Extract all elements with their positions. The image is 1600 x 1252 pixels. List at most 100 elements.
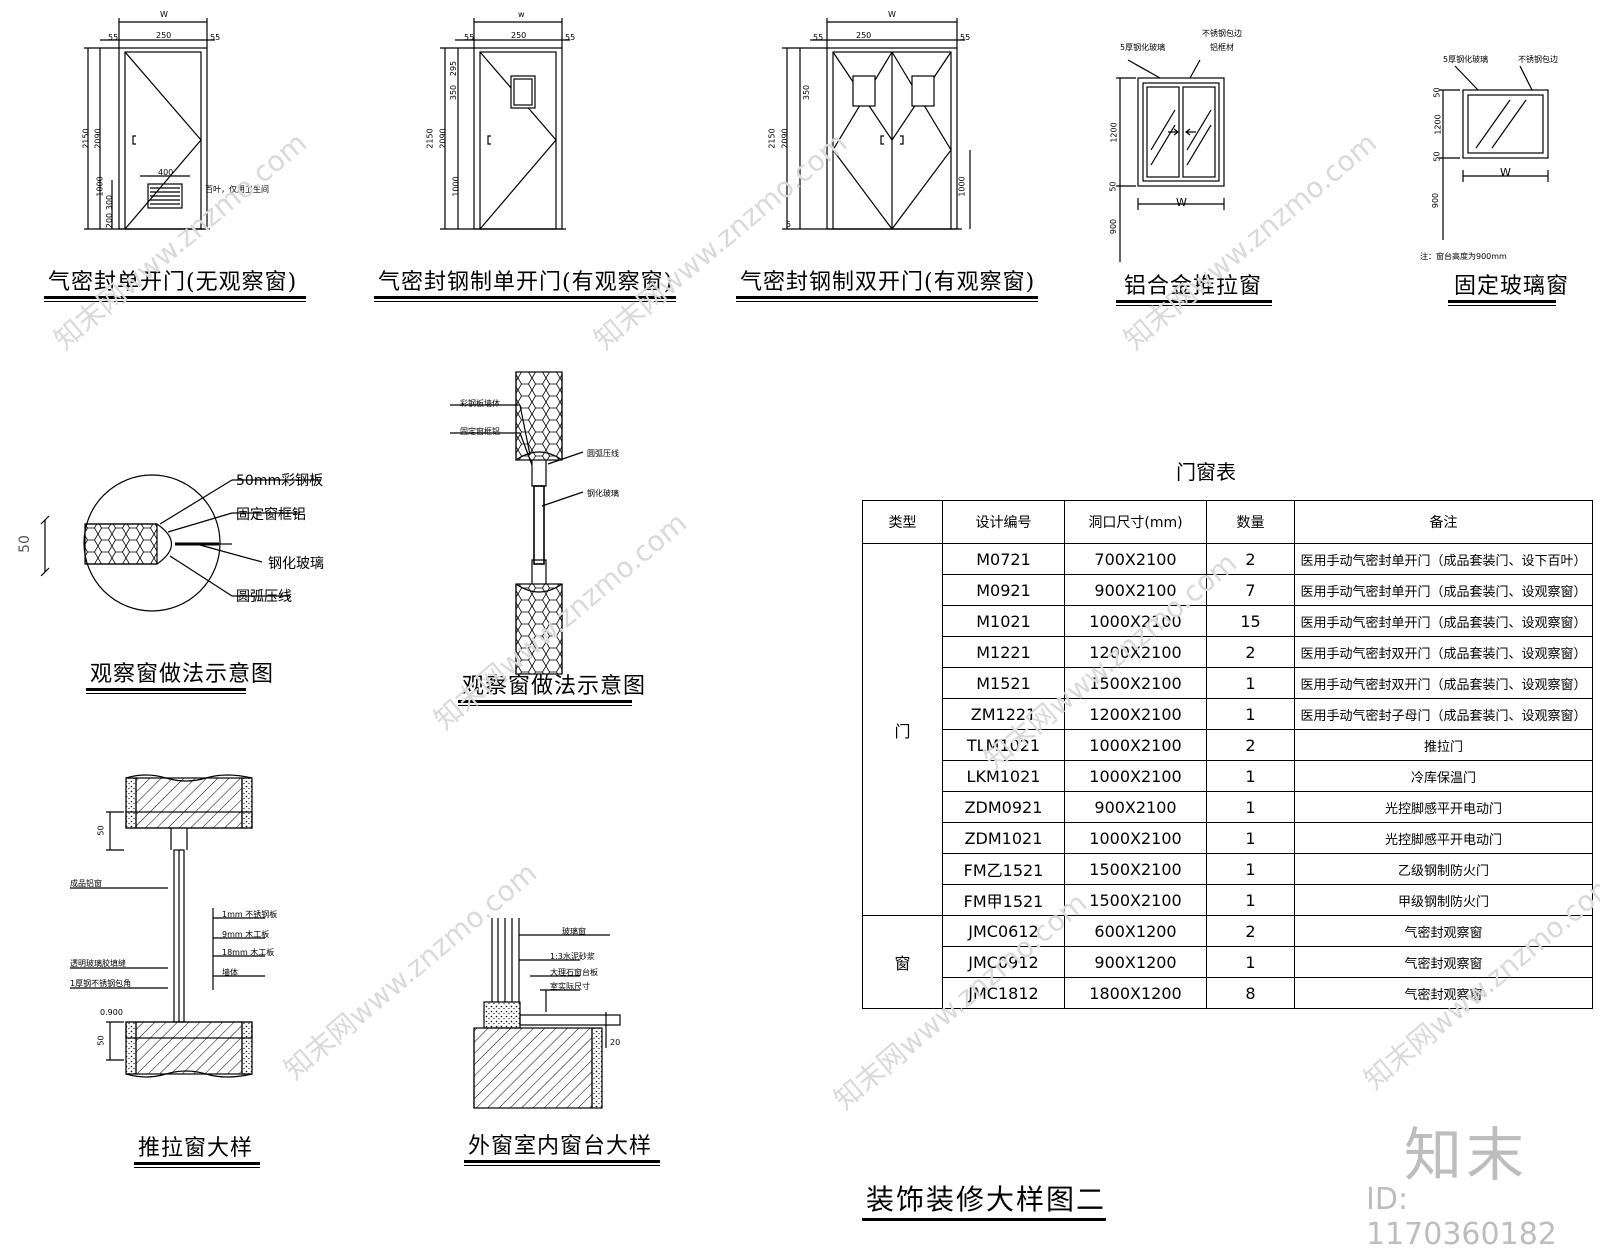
win1-note-frame: 铝框材 (1210, 43, 1234, 52)
cell-note: 气密封观察窗 (1294, 946, 1593, 978)
win2-note-steel: 不锈钢包边 (1518, 55, 1558, 64)
door1-drawing (84, 18, 215, 230)
win1-dim-50: 50 (1108, 181, 1118, 192)
slide-dim-50a: 50 (96, 825, 106, 836)
sill-detail-drawing (473, 918, 621, 1109)
cell-qty: 2 (1206, 729, 1295, 761)
cell-code: FM乙1521 (942, 853, 1065, 885)
caption-door1: 气密封单开门(无观察窗) (48, 270, 298, 295)
caption-sill: 外窗室内窗台大样 (468, 1134, 653, 1159)
cell-note: 光控脚感平开电动门 (1294, 791, 1593, 823)
image-id: ID: 1170360182 (1366, 1182, 1557, 1252)
cell-qty: 1 (1206, 667, 1295, 699)
cell-qty: 1 (1206, 946, 1295, 978)
door3-drawing (782, 18, 971, 230)
door1-dim-300: 300 (105, 194, 115, 211)
circle-dim-50: 50 (16, 535, 33, 553)
header-size: 洞口尺寸(mm) (1064, 500, 1207, 544)
sheet-title: 装饰装修大样图二 (866, 1183, 1107, 1216)
cell-note: 医用手动气密封单开门（成品套装门、设观察窗） (1294, 574, 1593, 606)
sill-note-marble: 大理石窗台板 (550, 968, 598, 977)
door3-dim-1000: 1000 (957, 176, 967, 197)
caption-sill-underline2 (464, 1165, 660, 1166)
circle-note-glass: 钢化玻璃 (268, 556, 324, 572)
cell-size: 1000X2100 (1064, 605, 1207, 637)
circle-note-arc: 圆弧压线 (236, 589, 292, 605)
caption-win1-underline (1116, 300, 1272, 303)
cell-code: M0921 (942, 574, 1065, 606)
caption-detail2-underline2 (458, 705, 632, 706)
cell-qty: 7 (1206, 574, 1295, 606)
door2-dim-1000: 1000 (451, 176, 461, 197)
caption-door3: 气密封钢制双开门(有观察窗) (740, 270, 1036, 295)
caption-win1: 铝合金推拉窗 (1124, 274, 1263, 299)
cell-size: 1200X2100 (1064, 636, 1207, 668)
header-type: 类型 (862, 500, 943, 544)
caption-slide-underline (134, 1162, 260, 1165)
slide-note-9mm: 9mm 木工板 (222, 930, 270, 939)
win2-note-sill: 注：窗台高度为900mm (1420, 252, 1507, 261)
cell-qty: 2 (1206, 543, 1295, 575)
cell-code: JMC0612 (942, 915, 1065, 947)
door3-dim-55b: 55 (960, 33, 971, 42)
cell-size: 1500X2100 (1064, 884, 1207, 916)
cell-note: 推拉门 (1294, 729, 1593, 761)
door3-dim-5: 5 (786, 220, 792, 229)
door2-drawing (440, 18, 570, 230)
win2-dim-1200: 1200 (1433, 114, 1443, 135)
door2-dim-350: 350 (449, 84, 459, 101)
door1-note-louver: 百叶，仅用卫生间 (205, 185, 269, 194)
door3-dim-55a: 55 (813, 33, 824, 42)
caption-win2-underline2 (1448, 305, 1556, 306)
door2-dim-295: 295 (449, 60, 459, 77)
door2-dim-55a: 55 (464, 33, 475, 42)
slide-note-ss: 1厚钢不锈钢包角 (70, 979, 132, 988)
win1-dim-1200: 1200 (1109, 122, 1119, 143)
caption-door2: 气密封钢制单开门(有观察窗) (378, 270, 674, 295)
cell-code: LKM1021 (942, 760, 1065, 792)
cell-note: 医用手动气密封单开门（成品套装门、设观察窗） (1294, 605, 1593, 637)
caption-detail2-underline (458, 700, 632, 703)
table-header-row: 类型 设计编号 洞口尺寸(mm) 数量 备注 (862, 500, 1593, 544)
door1-dim-55a: 55 (108, 33, 119, 42)
door1-dim-2150: 2150 (81, 128, 91, 149)
group-cell: 门 (862, 543, 943, 916)
door3-dim-2150: 2150 (767, 128, 777, 149)
win2-dim-900: 900 (1431, 192, 1441, 209)
door1-dim-1000: 1000 (95, 176, 105, 197)
caption-detail2: 观察窗做法示意图 (462, 674, 647, 699)
cell-size: 900X2100 (1064, 574, 1207, 606)
slide-dim-0900: 0.900 (100, 1008, 123, 1017)
win1-drawing (1116, 59, 1225, 262)
vsec-note-frame: 固定窗框铝 (460, 427, 500, 436)
door3-dim-350: 350 (802, 84, 812, 101)
cell-size: 1000X2100 (1064, 822, 1207, 854)
door2-dim-w: w (518, 10, 525, 19)
cell-qty: 2 (1206, 636, 1295, 668)
cell-code: ZDM1021 (942, 822, 1065, 854)
door2-dim-250: 250 (511, 31, 527, 40)
sill-dim-20: 20 (610, 1038, 621, 1047)
cell-qty: 2 (1206, 915, 1295, 947)
win2-note-glass: 5厚钢化玻璃 (1443, 55, 1489, 64)
win1-dim-w: W (1176, 196, 1187, 209)
cell-size: 1200X2100 (1064, 698, 1207, 730)
cell-size: 600X1200 (1064, 915, 1207, 947)
cell-size: 900X2100 (1064, 791, 1207, 823)
slide-dim-50b: 50 (96, 1035, 106, 1046)
cell-note: 医用手动气密封双开门（成品套装门、设观察窗） (1294, 636, 1593, 668)
caption-door1-underline2 (44, 301, 306, 302)
caption-door2-underline2 (374, 301, 676, 302)
caption-detail1: 观察窗做法示意图 (90, 662, 275, 687)
door1-dim-2090: 2090 (93, 128, 103, 149)
sill-note-size: 室实际尺寸 (550, 982, 590, 991)
cell-code: JMC0912 (942, 946, 1065, 978)
caption-detail1-underline2 (86, 693, 246, 694)
caption-slide-underline2 (134, 1167, 260, 1168)
slide-note-glue: 透明玻璃胶填缝 (70, 959, 126, 968)
